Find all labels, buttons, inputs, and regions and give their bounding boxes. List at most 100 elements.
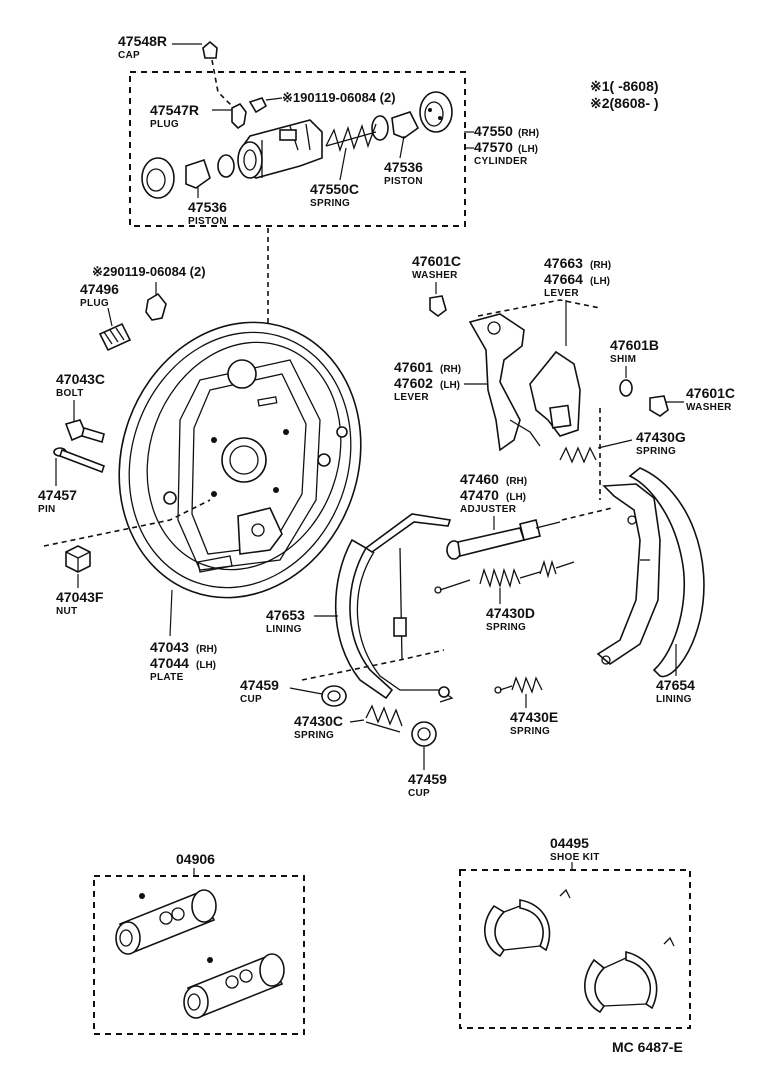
name-lever-a: LEVER <box>544 288 579 299</box>
name-lining-b: LINING <box>656 694 692 705</box>
part-number-47430E: 47430E <box>510 709 558 725</box>
part-number-47044: 47044 <box>150 655 189 671</box>
name-plug-1: PLUG <box>150 119 179 130</box>
part-number-47430G: 47430G <box>636 429 686 445</box>
bleeder-plug-part <box>231 102 247 130</box>
suffix-lh-47570: (LH) <box>518 144 538 155</box>
name-shim: SHIM <box>610 354 636 365</box>
part-number-47654: 47654 <box>656 677 695 693</box>
part-number-47547R: 47547R <box>150 102 199 118</box>
boot-left-part <box>141 157 175 199</box>
part-number-47601: 47601 <box>394 359 433 375</box>
name-spring-c: SPRING <box>294 730 334 741</box>
shoe-kit-2-part <box>584 936 675 1014</box>
cup-right-part <box>371 115 389 141</box>
boot-right-part <box>419 91 453 133</box>
part-number-47043: 47043 <box>150 639 189 655</box>
name-washer-b: WASHER <box>686 402 732 413</box>
name-shoe-kit: SHOE KIT <box>550 852 600 863</box>
cylinder-kit-2-part <box>183 953 285 1019</box>
name-lever-b: LEVER <box>394 392 429 403</box>
cup-47459-b-part <box>411 721 437 747</box>
cylinder-bolt-part <box>248 97 268 114</box>
kit-04495-box <box>459 869 691 1029</box>
part-number-47496: 47496 <box>80 281 119 297</box>
name-nut: NUT <box>56 606 77 617</box>
piston-left-part <box>185 158 211 189</box>
cap-part <box>202 40 218 59</box>
lever-47663-part <box>468 299 601 452</box>
washer-47601C-a-part <box>429 295 447 317</box>
cup-47459-a-part <box>321 685 347 707</box>
name-cylinder: CYLINDER <box>474 156 528 167</box>
suffix-lh-47664: (LH) <box>590 276 610 287</box>
brake-shoe-right-part <box>596 467 705 678</box>
brake-shoe-left-part <box>334 513 454 703</box>
part-number-04495: 04495 <box>550 835 589 851</box>
part-number-47570: 47570 <box>474 139 513 155</box>
name-plate: PLATE <box>150 672 184 683</box>
part-number-47459-a: 47459 <box>240 677 279 693</box>
part-number-47043F: 47043F <box>56 589 104 605</box>
spring-47430C-part <box>365 704 403 733</box>
name-washer-a: WASHER <box>412 270 458 281</box>
part-number-04906: 04906 <box>176 851 215 867</box>
part-number-47663: 47663 <box>544 255 583 271</box>
spring-47430D-part <box>434 559 575 594</box>
cylinder-group-box <box>129 71 466 227</box>
footer-code: MC 6487-E <box>612 1039 683 1055</box>
part-number-47043C: 47043C <box>56 371 105 387</box>
spring-47430G-part <box>559 446 597 464</box>
part-number-47536-a: 47536 <box>384 159 423 175</box>
kit-04906-box <box>93 875 305 1035</box>
part-number-47601C-a: 47601C <box>412 253 461 269</box>
part-number-47550: 47550 <box>474 123 513 139</box>
cylinder-kit-1-part <box>115 889 217 955</box>
name-piston-a: PISTON <box>384 176 423 187</box>
bolt-ref-1: ※190119-06084 (2) <box>282 90 396 105</box>
suffix-rh-47043: (RH) <box>196 644 217 655</box>
suffix-rh-47601: (RH) <box>440 364 461 375</box>
name-pin: PIN <box>38 504 56 515</box>
part-number-47460: 47460 <box>460 471 499 487</box>
spring-47550C-part <box>325 123 377 153</box>
adjuster-part <box>446 519 561 560</box>
part-number-47550C: 47550C <box>310 181 359 197</box>
name-adjuster: ADJUSTER <box>460 504 517 515</box>
name-spring-a: SPRING <box>310 198 350 209</box>
shim-47601B-part <box>619 379 633 397</box>
suffix-lh-47470: (LH) <box>506 492 526 503</box>
name-bolt: BOLT <box>56 388 84 399</box>
name-spring-e: SPRING <box>510 726 550 737</box>
name-lining-a: LINING <box>266 624 302 635</box>
suffix-rh-47663: (RH) <box>590 260 611 271</box>
part-number-47459-b: 47459 <box>408 771 447 787</box>
suffix-rh-47550: (RH) <box>518 128 539 139</box>
washer-47601C-b-part <box>649 395 669 417</box>
cup-left-part <box>217 154 235 178</box>
name-cup-a: CUP <box>240 694 262 705</box>
part-number-47430C: 47430C <box>294 713 343 729</box>
part-number-47457: 47457 <box>38 487 77 503</box>
suffix-rh-47460: (RH) <box>506 476 527 487</box>
bolt-47043C-part <box>64 419 105 444</box>
shoe-kit-1-part <box>484 888 571 958</box>
name-spring-d: SPRING <box>486 622 526 633</box>
part-number-47470: 47470 <box>460 487 499 503</box>
legend-line-2: ※2(8608- ) <box>590 95 659 111</box>
name-spring-g: SPRING <box>636 446 676 457</box>
legend-line-1: ※1( -8608) <box>590 78 659 94</box>
part-number-47601B: 47601B <box>610 337 659 353</box>
bolt-ref-2: ※290119-06084 (2) <box>92 264 206 279</box>
name-plug-2: PLUG <box>80 298 109 309</box>
bolt-2-part <box>145 292 167 321</box>
wheel-cylinder-part <box>237 119 323 179</box>
suffix-lh-47044: (LH) <box>196 660 216 671</box>
suffix-lh-47602: (LH) <box>440 380 460 391</box>
part-number-47602: 47602 <box>394 375 433 391</box>
part-number-47536-b: 47536 <box>188 199 227 215</box>
name-cup-b: CUP <box>408 788 430 799</box>
part-number-47601C-b: 47601C <box>686 385 735 401</box>
piston-right-part <box>391 111 420 139</box>
